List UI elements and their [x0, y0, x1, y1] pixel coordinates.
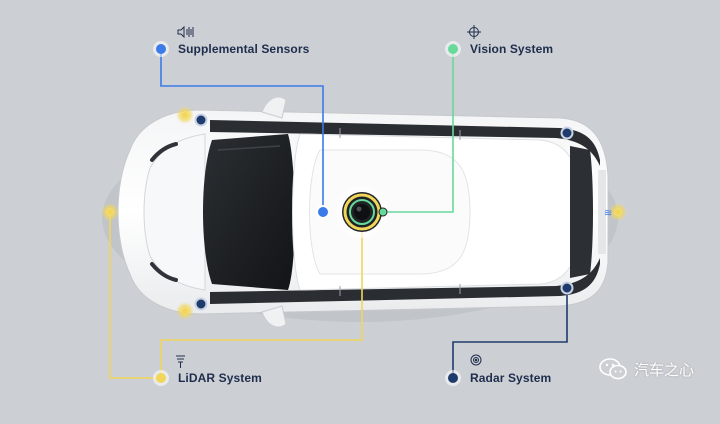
vision-marker	[445, 41, 461, 57]
label-lidar-system: LiDAR System	[178, 371, 262, 385]
label-supplemental-sensors: Supplemental Sensors	[178, 42, 310, 56]
watermark: 汽车之心	[598, 356, 694, 382]
watermark-text: 汽车之心	[634, 360, 695, 379]
label-vision-system: Vision System	[470, 42, 554, 56]
radar-sensor-rear-left	[560, 126, 574, 140]
radar-sensor-rear-right	[560, 281, 574, 295]
vision-sensor-dot	[378, 207, 388, 217]
supplemental-sensor-dot	[316, 205, 330, 219]
radar-sensor-front-left	[194, 113, 208, 127]
sensor-points: ≋	[101, 106, 627, 320]
vehicle	[102, 96, 618, 328]
lidar-marker	[153, 370, 169, 386]
svg-text:≋: ≋	[604, 208, 612, 219]
radar-sensor-front-right	[194, 297, 208, 311]
signal-beam-icon	[176, 355, 185, 368]
target-crosshair-icon	[467, 25, 481, 39]
speaker-waves-icon	[177, 25, 194, 39]
radar-rings-icon	[470, 354, 482, 366]
vision-connector	[365, 49, 454, 213]
supplemental-marker	[153, 41, 169, 57]
chat-bubble-icon	[599, 358, 627, 380]
radar-marker	[445, 370, 461, 386]
radar-connector	[452, 288, 568, 378]
lidar-dome	[336, 186, 388, 238]
connector-lines	[109, 49, 568, 379]
supplemental-connector	[160, 49, 324, 212]
lidar-connector-2	[160, 228, 363, 378]
label-radar-system: Radar System	[470, 371, 552, 385]
lidar-connector	[109, 212, 161, 379]
